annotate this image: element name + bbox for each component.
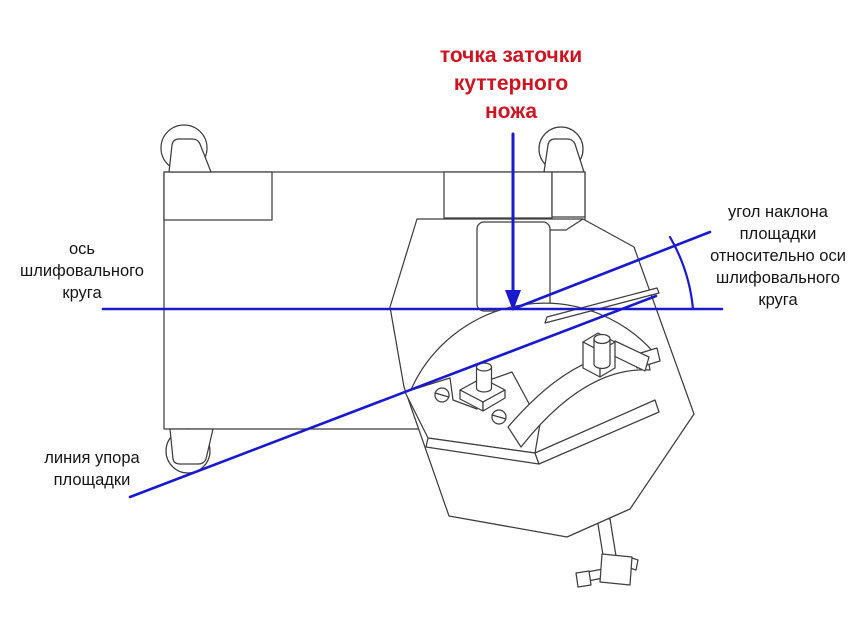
top-bar: [443, 171, 553, 219]
grinding-wheel-fill: [408, 303, 660, 397]
label-line: угол наклона: [728, 203, 828, 221]
knob-top-left: [168, 138, 212, 173]
support-line-label: линия упора площадки: [14, 447, 170, 491]
label-line: площадки: [739, 225, 817, 243]
sharpening-point-arrow-head: [505, 290, 521, 311]
label-line: точка заточки: [439, 44, 583, 67]
left-pin-body: [475, 366, 493, 393]
clamp-block: [599, 553, 633, 586]
lower-rod: [596, 517, 617, 557]
label-line: линия упора: [44, 449, 140, 467]
tilt-angle-arc: [668, 235, 695, 311]
label-line: шлифовального: [20, 262, 144, 280]
label-line: шлифовального: [716, 269, 840, 287]
label-line: куттерного: [453, 72, 569, 95]
sharpening-point-label: точка заточки куттерного ножа: [361, 42, 661, 126]
left-pedestal-side: [482, 389, 506, 412]
label-line: круга: [62, 284, 102, 302]
body-top-left-panel: [163, 171, 273, 221]
platform-support-line: [128, 294, 658, 499]
label-line: ось: [68, 240, 96, 258]
top-bar-end: [551, 171, 586, 218]
clamp-handle-cap: [575, 570, 592, 588]
wheel-axis-label: ось шлифовального круга: [4, 238, 160, 304]
screw-right-slot: [491, 414, 507, 420]
label-line: относительно оси: [710, 247, 846, 265]
platform-base-band: [534, 399, 660, 465]
knife-strip: [544, 287, 660, 324]
right-pin-body: [593, 338, 611, 370]
label-line: площадки: [53, 471, 131, 489]
screw-left-slot: [434, 392, 450, 398]
knob-top-right: [543, 138, 585, 173]
knob-bottom-left: [169, 428, 214, 465]
right-pin-top: [593, 333, 611, 345]
housing-shoulder-line: [549, 218, 584, 231]
label-line: ножа: [484, 100, 538, 123]
tilt-angle-label: угол наклона площадки относительно оси ш…: [696, 201, 860, 311]
tilt-angle-line: [511, 230, 712, 311]
label-line: круга: [758, 291, 798, 309]
